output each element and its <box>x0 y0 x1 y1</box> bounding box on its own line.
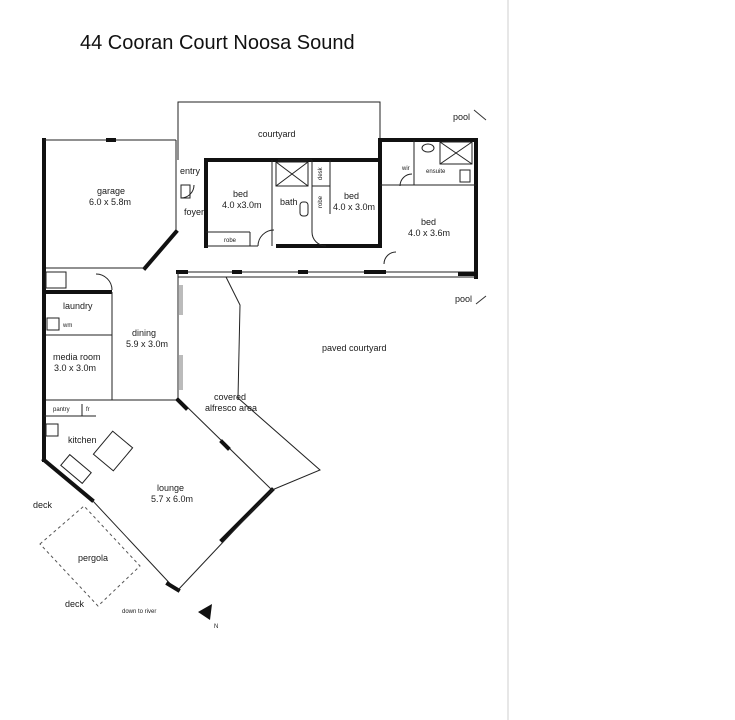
bedroom-wing-walls <box>204 138 478 279</box>
label-desk: desk <box>318 166 324 180</box>
bed3-outer-door-swing <box>383 251 397 265</box>
dim-bed1: 4.0 x3.0m <box>222 200 262 210</box>
label-entry: entry <box>180 166 201 176</box>
label-garage: garage <box>97 186 125 196</box>
dim-media: 3.0 x 3.0m <box>54 363 96 373</box>
label-pool-top: pool <box>453 112 470 122</box>
label-robe2: robe <box>318 195 324 208</box>
label-laundry: laundry <box>63 301 93 311</box>
bed1-door-swing <box>257 229 275 247</box>
entry-door <box>180 184 191 199</box>
bed2-door-swing <box>311 231 327 247</box>
lounge-walls <box>41 397 275 593</box>
dim-garage: 6.0 x 5.8m <box>89 197 131 207</box>
corridor-walls <box>176 270 478 278</box>
label-media: media room <box>53 352 101 362</box>
pergola-outline <box>39 505 141 607</box>
courtyard-outline <box>177 101 381 160</box>
alfresco-outline <box>225 276 321 491</box>
label-deck-left: deck <box>33 500 53 510</box>
west-wing-walls <box>42 271 183 402</box>
label-robe1: robe <box>224 238 237 244</box>
label-foyer: foyer <box>184 207 204 217</box>
pool-arrow-bottom <box>475 295 487 305</box>
bed3-door-swing <box>399 173 413 187</box>
label-wir: wir <box>401 166 410 172</box>
plan-title: 44 Cooran Court Noosa Sound <box>80 32 355 54</box>
dim-bed2: 4.0 x 3.0m <box>333 202 375 212</box>
label-down-to-river: down to river <box>122 609 156 615</box>
label-kitchen: kitchen <box>68 435 97 445</box>
entry-door-swing <box>180 184 195 199</box>
dim-lounge: 5.7 x 6.0m <box>151 494 193 504</box>
label-north: N <box>214 624 218 630</box>
label-bed3: bed <box>421 217 436 227</box>
label-bed1: bed <box>233 189 248 199</box>
label-ensuite: ensuite <box>426 169 446 175</box>
label-deck-bottom: deck <box>65 599 85 609</box>
label-courtyard: courtyard <box>258 129 296 139</box>
label-bath: bath <box>280 197 298 207</box>
north-arrow-icon <box>198 604 212 620</box>
label-pool-bottom: pool <box>455 294 472 304</box>
label-dining: dining <box>132 328 156 338</box>
label-bed2: bed <box>344 191 359 201</box>
pool-arrow-top <box>473 109 487 121</box>
label-pantry: pantry <box>53 407 70 413</box>
garage-walls <box>42 138 179 294</box>
label-alfresco-2: alfresco area <box>205 403 257 413</box>
label-pergola: pergola <box>78 553 108 563</box>
label-fr: fr <box>86 407 90 413</box>
label-lounge: lounge <box>157 483 184 493</box>
dim-bed3: 4.0 x 3.6m <box>408 228 450 238</box>
label-wm: wm <box>62 323 72 329</box>
laundry-door-swing <box>95 273 113 291</box>
dim-dining: 5.9 x 3.0m <box>126 339 168 349</box>
label-paved: paved courtyard <box>322 343 387 353</box>
label-alfresco-1: covered <box>214 392 246 402</box>
